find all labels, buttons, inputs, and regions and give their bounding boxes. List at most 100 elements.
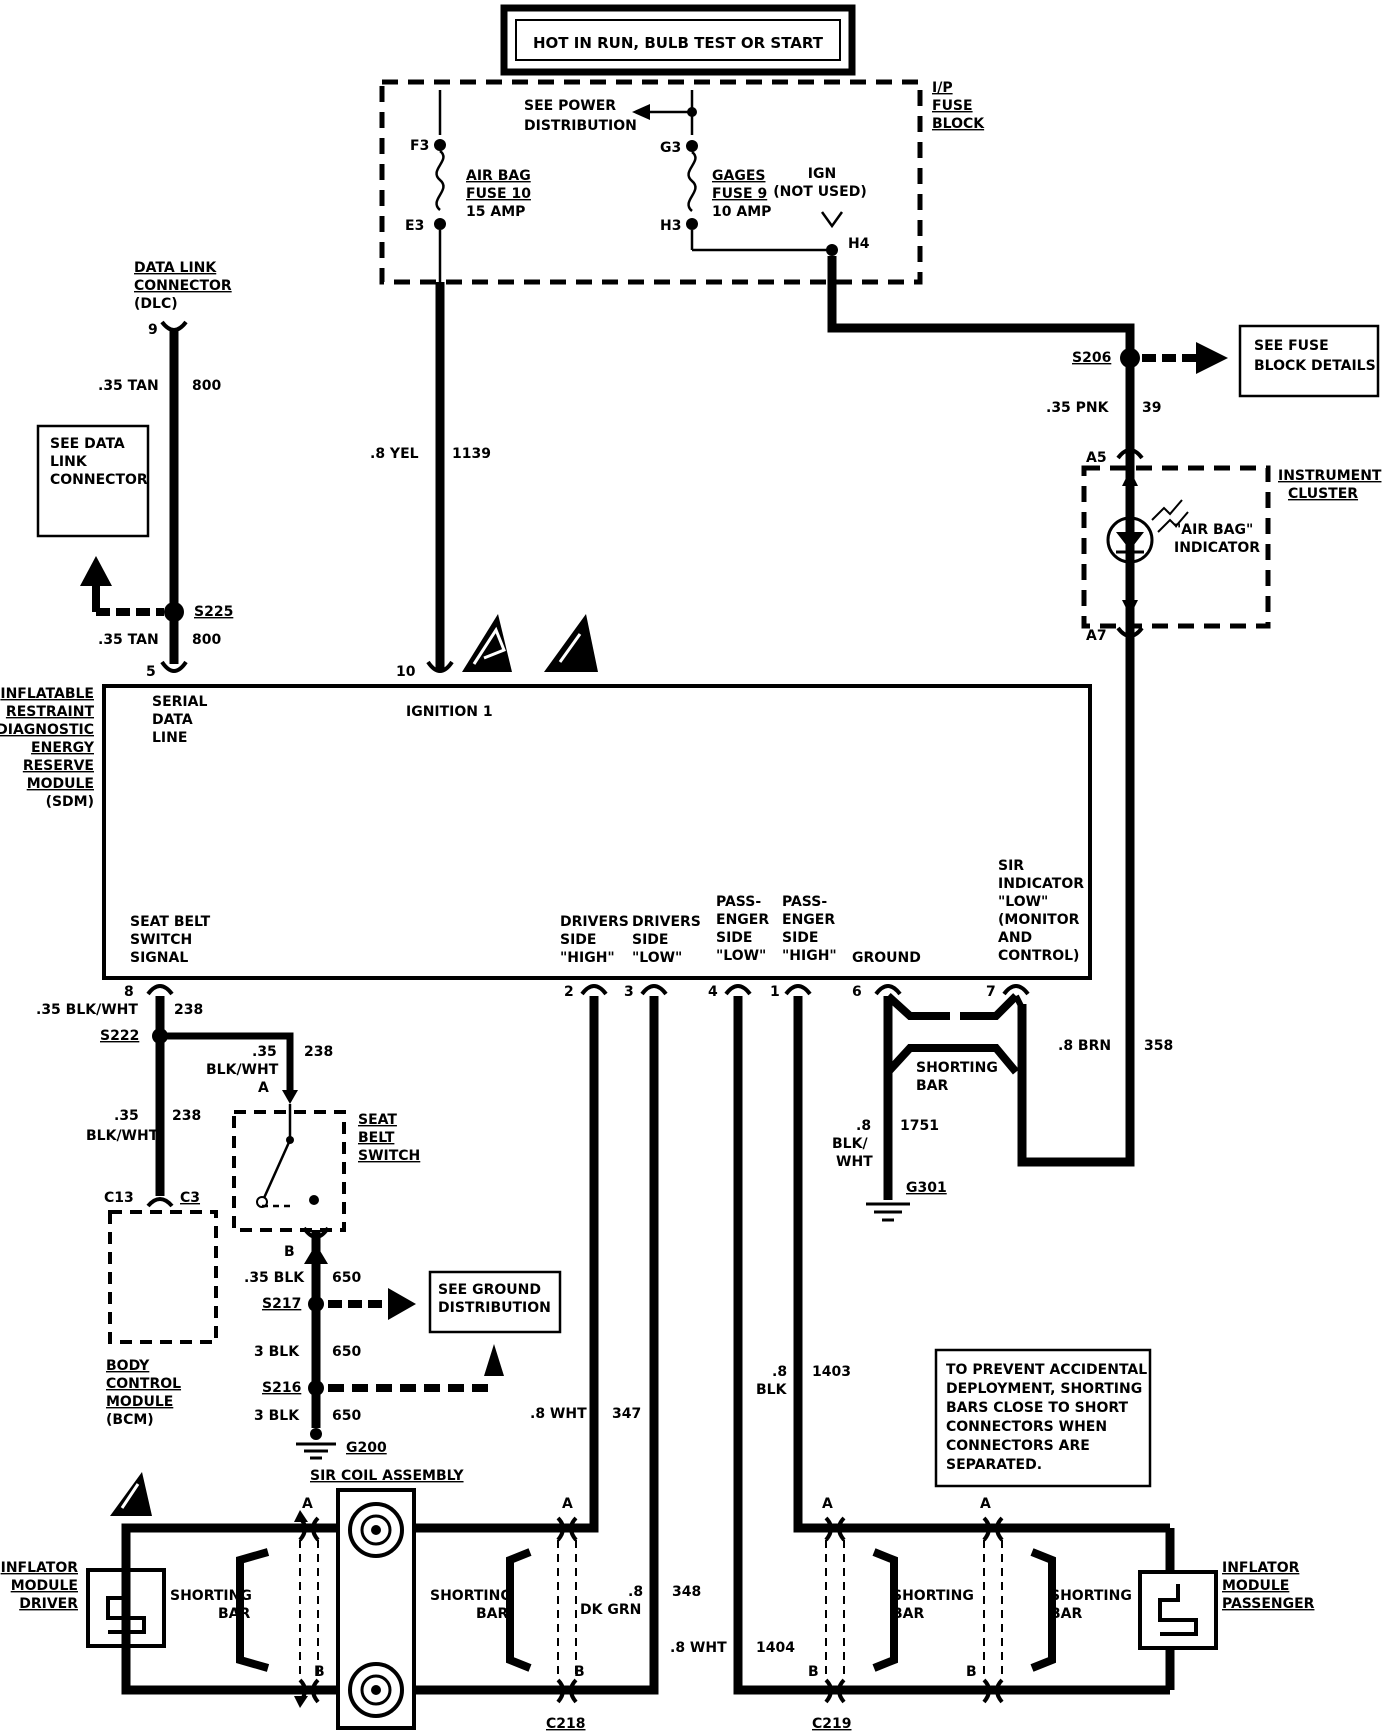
sdm-name-7: (SDM) bbox=[46, 794, 94, 810]
fuse-block-label-2: FUSE bbox=[932, 98, 973, 114]
sdm-module: INFLATABLE RESTRAINT DIAGNOSTIC ENERGY R… bbox=[0, 684, 1092, 980]
ign-l1: IGN bbox=[808, 166, 836, 182]
gc-w1-circuit: 650 bbox=[332, 1270, 361, 1286]
s216-label: S216 bbox=[262, 1380, 301, 1396]
sdm-ground-shorting-bar: SHORTING BAR .8 BLK/ WHT 1751 G301 bbox=[832, 993, 1020, 1222]
title-text: HOT IN RUN, BULB TEST OR START bbox=[533, 34, 824, 52]
see-fuse-2: BLOCK DETAILS bbox=[1254, 358, 1376, 374]
sb-pin-b: B bbox=[284, 1244, 295, 1260]
w348-gauge-1: .8 bbox=[628, 1584, 643, 1600]
bcm-l3: MODULE bbox=[106, 1394, 173, 1410]
fuse-block-label-1: I/P bbox=[932, 80, 953, 96]
sb-w2-gauge-2: BLK/WHT bbox=[206, 1062, 279, 1078]
pass-sb2-l2: BAR bbox=[1050, 1606, 1083, 1622]
sirind-l2: INDICATOR bbox=[998, 876, 1084, 892]
sb-w2-gauge-1: .35 bbox=[252, 1044, 277, 1060]
see-dlc-2: LINK bbox=[50, 454, 88, 470]
pass-a2: A bbox=[980, 1496, 991, 1512]
esd-warning-icon bbox=[110, 614, 598, 1516]
body-control-module: C13 C3 BODY CONTROL MODULE (BCM) bbox=[104, 1190, 218, 1428]
pass-a1: A bbox=[822, 1496, 833, 1512]
passhigh-l1: PASS- bbox=[782, 894, 827, 910]
ign-l2: (NOT USED) bbox=[773, 184, 866, 200]
pnk-gauge: .35 PNK bbox=[1046, 400, 1110, 416]
driver-connectors bbox=[236, 1516, 578, 1704]
g301-circuit: 1751 bbox=[900, 1118, 939, 1134]
g301-gauge-1: .8 bbox=[856, 1118, 871, 1134]
fuse-block: I/P FUSE BLOCK F3 E3 AIR BAG FUSE 10 15 … bbox=[379, 79, 985, 285]
inflator-passenger: INFLATOR MODULE PASSENGER bbox=[1138, 1560, 1315, 1650]
serial-l1: SERIAL bbox=[152, 694, 207, 710]
see-ground-2: DISTRIBUTION bbox=[438, 1300, 551, 1316]
pass-sb2-l1: SHORTING bbox=[1050, 1588, 1132, 1604]
pin-4: 4 bbox=[708, 984, 718, 1000]
w1403-gauge-2: BLK bbox=[756, 1382, 788, 1398]
sdm-sb-l1: SHORTING bbox=[916, 1060, 998, 1076]
drv-a1: A bbox=[302, 1496, 313, 1512]
pin-a5: A5 bbox=[1086, 450, 1107, 466]
sb-w1-circuit: 238 bbox=[174, 1002, 203, 1018]
gc-w1-gauge: .35 BLK bbox=[244, 1270, 305, 1286]
seat-belt-circuit: .35 BLK/WHT 238 S222 .35 BLK/WHT 238 A .… bbox=[36, 996, 420, 1260]
passenger-connectors bbox=[824, 1516, 1056, 1704]
s206-label: S206 bbox=[1072, 350, 1111, 366]
sdm-name-4: ENERGY bbox=[31, 740, 95, 756]
bcm-pin: C13 bbox=[104, 1190, 134, 1206]
seatbelt-l3: SIGNAL bbox=[130, 950, 188, 966]
drv-b1: B bbox=[314, 1664, 325, 1680]
pin-e3: E3 bbox=[405, 218, 424, 234]
warning-note: TO PREVENT ACCIDENTAL DEPLOYMENT, SHORTI… bbox=[934, 1348, 1152, 1488]
pass-b2: B bbox=[966, 1664, 977, 1680]
bcm-conn: C3 bbox=[180, 1190, 200, 1206]
pin-7: 7 bbox=[986, 984, 996, 1000]
dlc-l1: DATA LINK bbox=[134, 260, 217, 276]
note-l4: CONNECTORS WHEN bbox=[946, 1419, 1107, 1435]
arrow-right-icon bbox=[1196, 342, 1228, 374]
drv-sb2-l2: BAR bbox=[476, 1606, 509, 1622]
see-ground-1: SEE GROUND bbox=[438, 1282, 541, 1298]
arrow-up-small-icon bbox=[304, 1244, 328, 1264]
sb-pin-a: A bbox=[258, 1080, 269, 1096]
fuse-block-label-3: BLOCK bbox=[932, 116, 985, 132]
note-l3: BARS CLOSE TO SHORT bbox=[946, 1400, 1129, 1416]
sb-w2-circuit: 238 bbox=[304, 1044, 333, 1060]
ground-label: GROUND bbox=[852, 950, 921, 966]
sir-coil-label: SIR COIL ASSEMBLY bbox=[310, 1468, 464, 1484]
gc-w2-circuit: 650 bbox=[332, 1344, 361, 1360]
sdm-pin-5: 5 bbox=[146, 664, 156, 680]
sb-w1-gauge: .35 BLK/WHT bbox=[36, 1002, 138, 1018]
drvhigh-l2: SIDE bbox=[560, 932, 596, 948]
ignition-1: IGNITION 1 bbox=[406, 704, 493, 720]
g200-label: G200 bbox=[346, 1440, 387, 1456]
s217-label: S217 bbox=[262, 1296, 301, 1312]
yel-gauge: .8 YEL bbox=[370, 446, 419, 462]
w348-circuit: 348 bbox=[672, 1584, 701, 1600]
drv-b2: B bbox=[574, 1664, 585, 1680]
pin-1: 1 bbox=[770, 984, 780, 1000]
sdm-name-3: DIAGNOSTIC bbox=[0, 722, 94, 738]
infl-drv-1: INFLATOR bbox=[1, 1560, 79, 1576]
s225-label: S225 bbox=[194, 604, 233, 620]
seatbelt-l1: SEAT BELT bbox=[130, 914, 211, 930]
sirind-l1: SIR bbox=[998, 858, 1024, 874]
see-dlc-3: CONNECTOR bbox=[50, 472, 148, 488]
serial-l2: DATA bbox=[152, 712, 193, 728]
c218-label: C218 bbox=[546, 1716, 586, 1732]
infl-drv-2: MODULE bbox=[11, 1578, 78, 1594]
note-l1: TO PREVENT ACCIDENTAL bbox=[946, 1362, 1147, 1378]
drvhigh-l1: DRIVERS bbox=[560, 914, 629, 930]
pass-b1: B bbox=[808, 1664, 819, 1680]
driver-loop bbox=[121, 1523, 558, 1695]
passlow-l2: ENGER bbox=[716, 912, 769, 928]
sb-switch-2: BELT bbox=[358, 1130, 395, 1146]
pin-3: 3 bbox=[624, 984, 634, 1000]
dlc-l3: (DLC) bbox=[134, 296, 178, 312]
sirind-l3: "LOW" bbox=[998, 894, 1048, 910]
pin-8: 8 bbox=[124, 984, 134, 1000]
s222-label: S222 bbox=[100, 1028, 139, 1044]
dlc-wire2-circuit: 800 bbox=[192, 632, 221, 648]
pin-2: 2 bbox=[564, 984, 574, 1000]
arrow-left-icon bbox=[632, 104, 650, 120]
dlc-pin-9: 9 bbox=[148, 322, 158, 338]
switch-icon bbox=[262, 1139, 292, 1199]
